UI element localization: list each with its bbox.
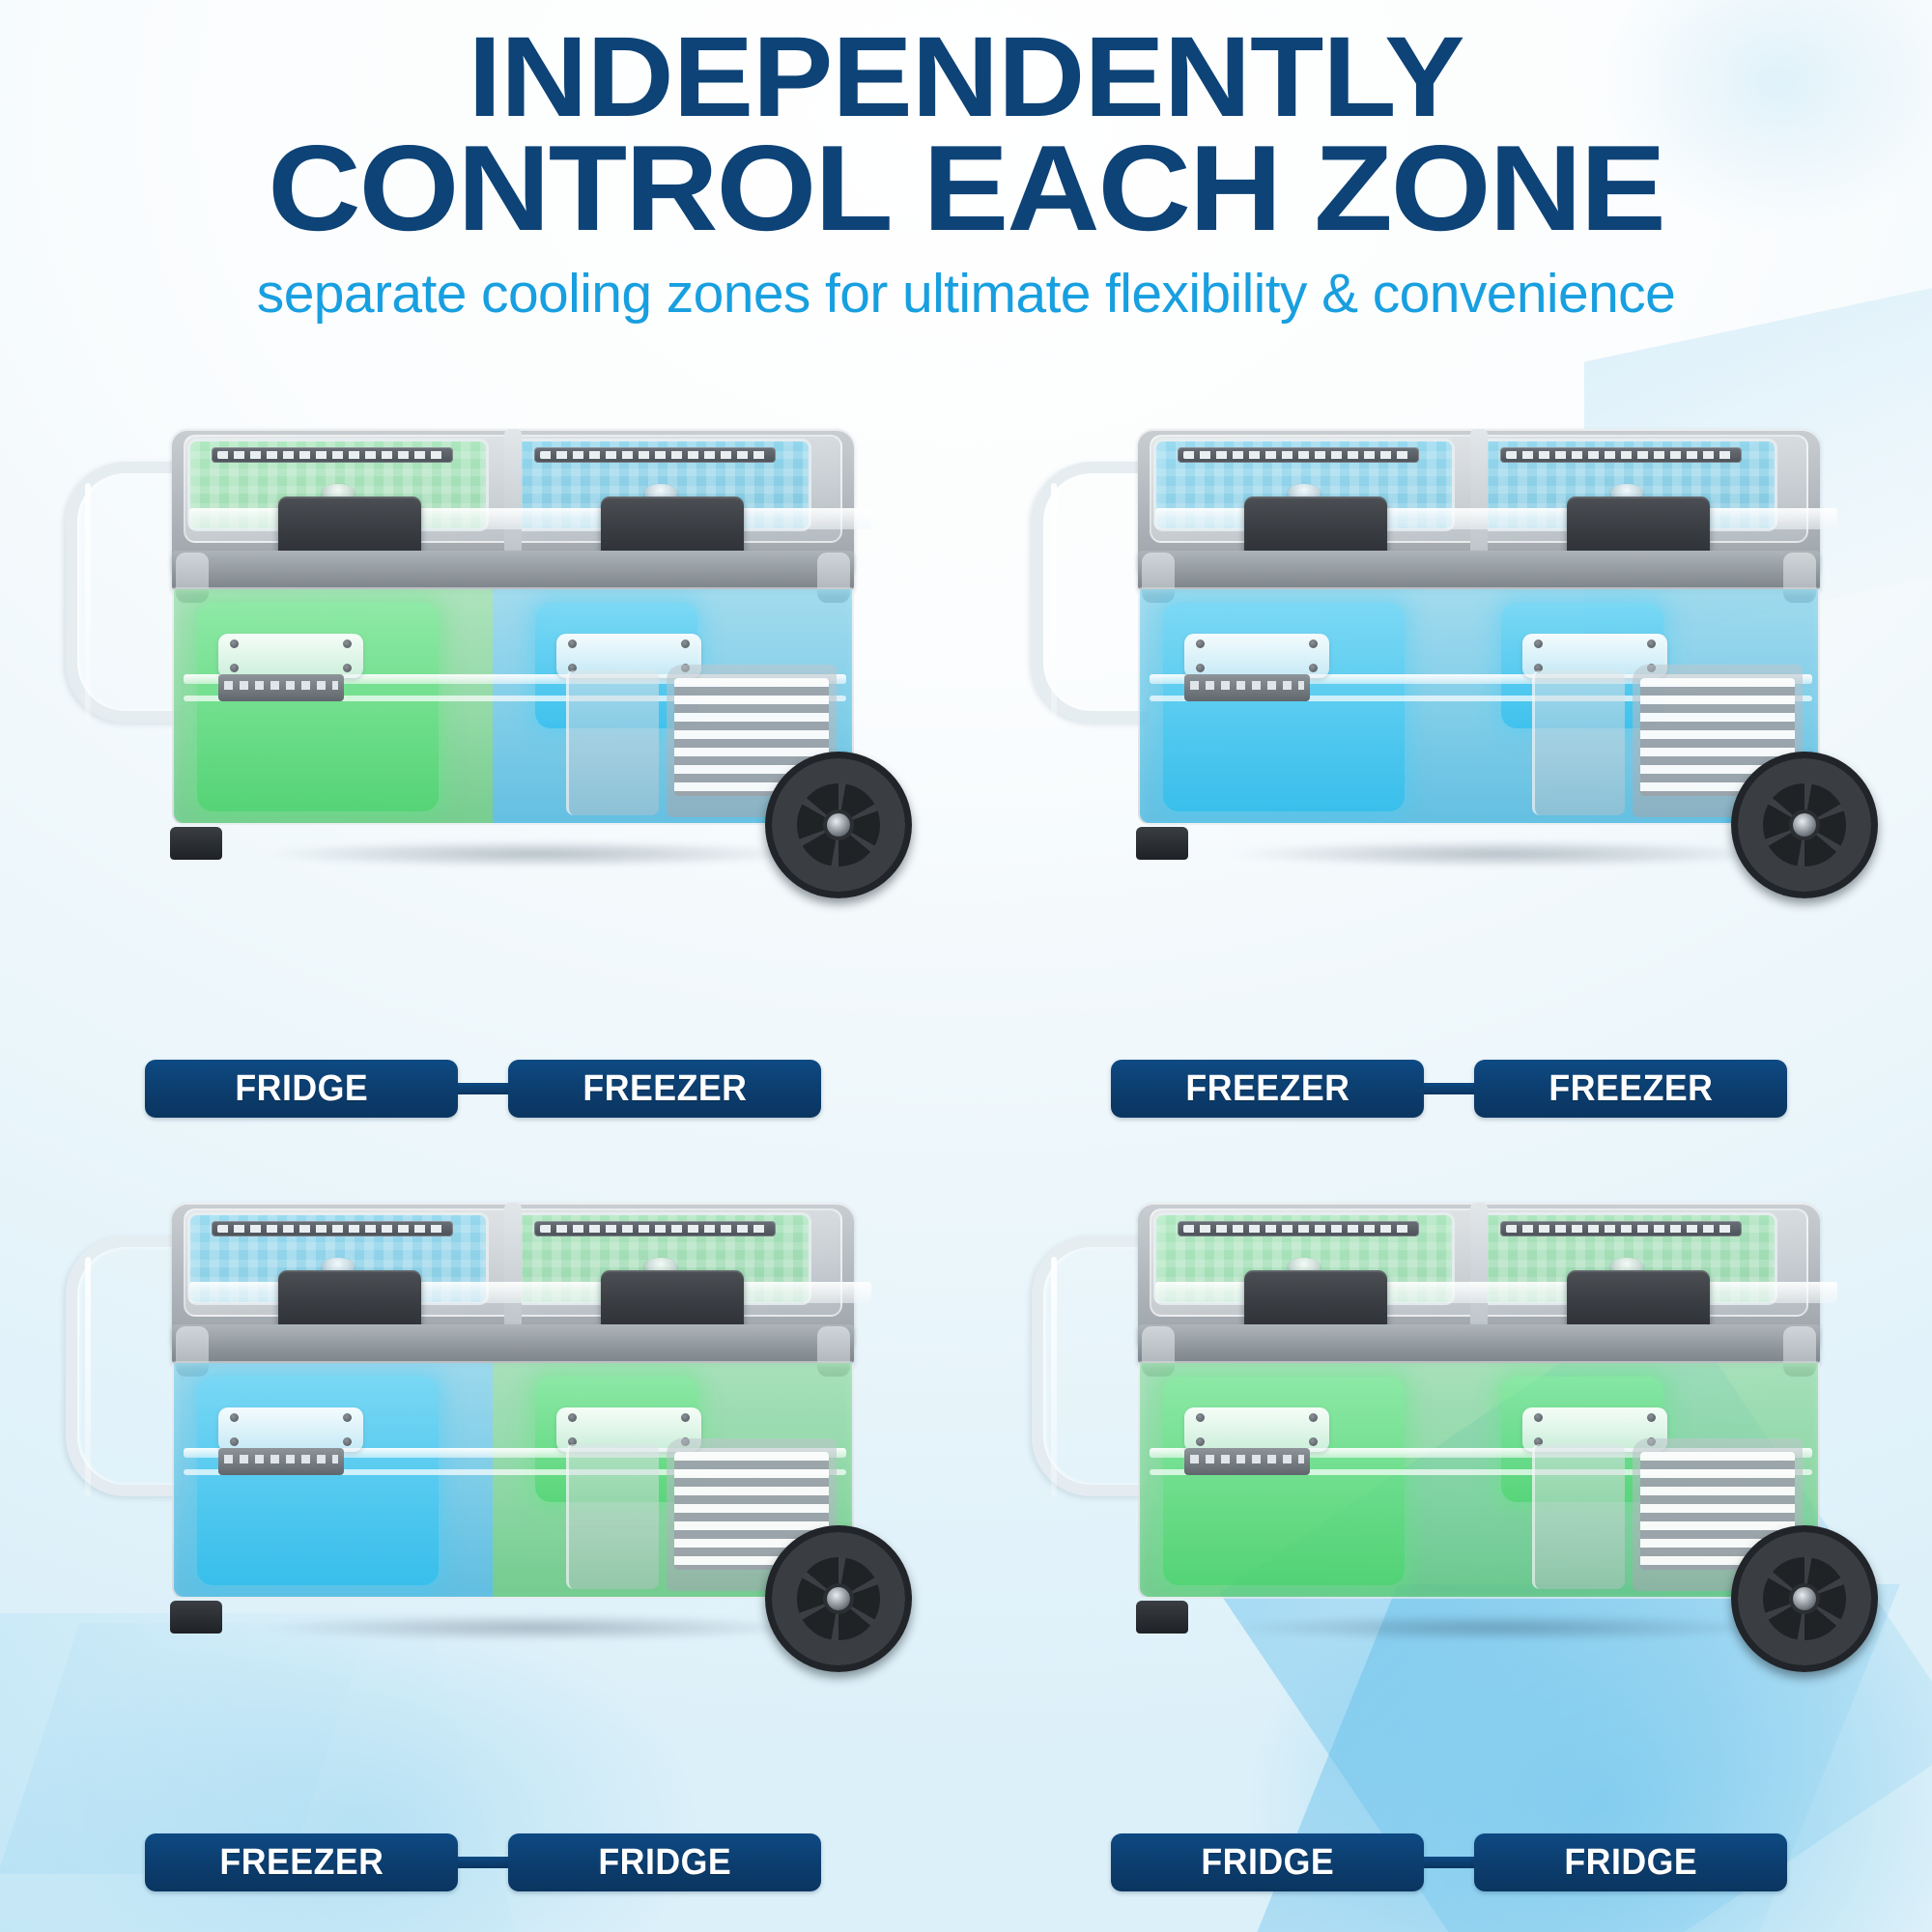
lid-deck xyxy=(172,1203,871,1350)
shelf-bar xyxy=(1150,1448,1812,1458)
transparent-shell xyxy=(172,1361,854,1599)
unit-top-right: FREEZER FREEZER xyxy=(966,384,1932,1158)
lid-vent-left xyxy=(1178,447,1419,463)
wheel xyxy=(1731,752,1878,898)
support-foot xyxy=(170,827,222,860)
page-subtitle: separate cooling zones for ultimate flex… xyxy=(256,262,1676,325)
interior-vent xyxy=(1184,1448,1310,1475)
basket-left xyxy=(1184,634,1329,678)
cooler-illustration xyxy=(1024,402,1878,904)
wheel xyxy=(765,752,912,898)
status-badge-left[interactable]: FRIDGE xyxy=(145,1060,458,1118)
status-badge-right[interactable]: FRIDGE xyxy=(508,1833,821,1891)
zone-label-group: FRIDGE FREEZER xyxy=(145,1060,821,1118)
status-badge-right[interactable]: FREEZER xyxy=(508,1060,821,1118)
lid-vent-right xyxy=(1500,1221,1742,1236)
wheel xyxy=(765,1525,912,1672)
body-rim xyxy=(172,551,854,603)
zone-label-group: FREEZER FRIDGE xyxy=(145,1833,821,1891)
compressor-door xyxy=(1532,1444,1625,1589)
title-line-1: INDEPENDENTLY xyxy=(468,14,1464,141)
status-badge-left[interactable]: FREEZER xyxy=(1111,1060,1424,1118)
transparent-shell xyxy=(172,587,854,825)
lid-divider xyxy=(1470,429,1488,574)
unit-bottom-right: FRIDGE FRIDGE xyxy=(966,1158,1932,1932)
lid-deck xyxy=(1138,429,1837,577)
pull-handle xyxy=(66,462,182,723)
cooler-illustration xyxy=(58,1176,912,1678)
badge-connector xyxy=(458,1083,508,1094)
compressor-door xyxy=(566,670,659,815)
support-foot xyxy=(170,1601,222,1634)
cooler-illustration xyxy=(1024,1176,1878,1678)
lid-vent-left xyxy=(212,447,453,463)
support-foot xyxy=(1136,1601,1188,1634)
unit-bottom-left: FREEZER FRIDGE xyxy=(0,1158,966,1932)
badge-connector xyxy=(458,1857,508,1868)
lid-vent-left xyxy=(212,1221,453,1236)
zone-label-group: FRIDGE FRIDGE xyxy=(1111,1833,1787,1891)
body-rim xyxy=(1138,551,1820,603)
compressor-door xyxy=(566,1444,659,1589)
shelf-bar xyxy=(184,1448,846,1458)
compressor-door xyxy=(1532,670,1625,815)
shelf-bar-secondary xyxy=(184,1469,846,1475)
unit-top-left: FRIDGE FREEZER xyxy=(0,384,966,1158)
lid-divider xyxy=(504,1203,522,1348)
badge-connector xyxy=(1424,1083,1474,1094)
lid-deck xyxy=(172,429,871,577)
interior-vent xyxy=(218,674,344,701)
shelf-bar-secondary xyxy=(184,696,846,701)
pull-handle xyxy=(1032,1236,1148,1496)
transparent-shell xyxy=(1138,587,1820,825)
status-badge-right[interactable]: FRIDGE xyxy=(1474,1833,1787,1891)
page-title: INDEPENDENTLY CONTROL EACH ZONE xyxy=(0,0,1932,256)
lid-vent-right xyxy=(1500,447,1742,463)
header: INDEPENDENTLY CONTROL EACH ZONE separate… xyxy=(0,0,1932,386)
cooler-grid: FRIDGE FREEZER xyxy=(0,384,1932,1932)
cooler-illustration xyxy=(58,402,912,904)
support-foot xyxy=(1136,827,1188,860)
status-badge-left[interactable]: FREEZER xyxy=(145,1833,458,1891)
lid-deck xyxy=(1138,1203,1837,1350)
title-line-2: CONTROL EACH ZONE xyxy=(268,119,1666,256)
shelf-bar-secondary xyxy=(1150,696,1812,701)
lid-vent-left xyxy=(1178,1221,1419,1236)
interior-vent xyxy=(218,1448,344,1475)
basket-left xyxy=(1184,1407,1329,1452)
status-badge-left[interactable]: FRIDGE xyxy=(1111,1833,1424,1891)
transparent-shell xyxy=(1138,1361,1820,1599)
basket-left xyxy=(218,634,363,678)
lid-divider xyxy=(1470,1203,1488,1348)
body-rim xyxy=(1138,1324,1820,1377)
wheel xyxy=(1731,1525,1878,1672)
lid-vent-right xyxy=(534,1221,776,1236)
lid-divider xyxy=(504,429,522,574)
shelf-bar-secondary xyxy=(1150,1469,1812,1475)
body-rim xyxy=(172,1324,854,1377)
lid-vent-right xyxy=(534,447,776,463)
status-badge-right[interactable]: FREEZER xyxy=(1474,1060,1787,1118)
shelf-bar xyxy=(184,674,846,684)
badge-connector xyxy=(1424,1857,1474,1868)
zone-label-group: FREEZER FREEZER xyxy=(1111,1060,1787,1118)
shelf-bar xyxy=(1150,674,1812,684)
interior-vent xyxy=(1184,674,1310,701)
basket-left xyxy=(218,1407,363,1452)
